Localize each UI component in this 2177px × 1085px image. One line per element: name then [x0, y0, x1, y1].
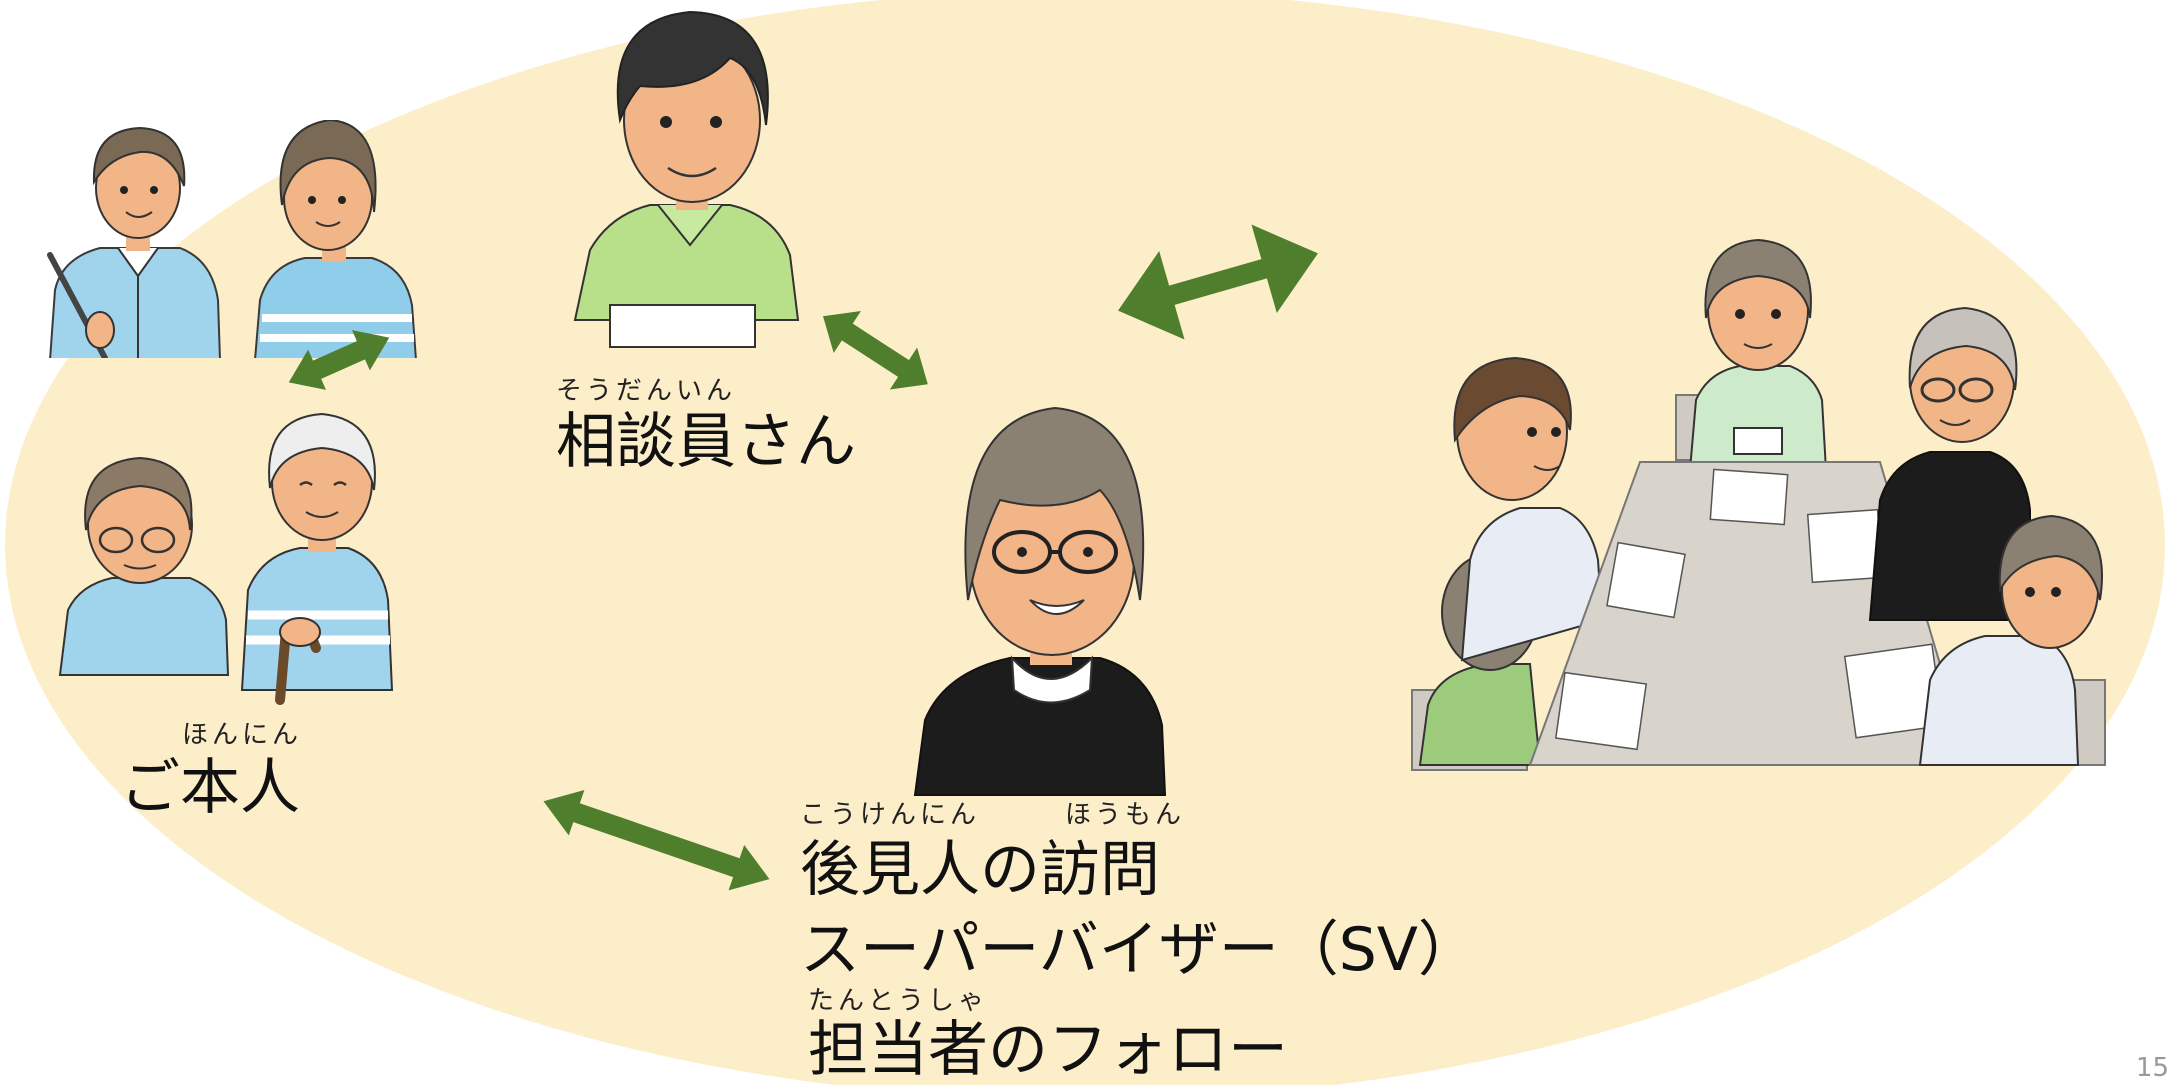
supervisor-label: スーパーバイザー（SV） — [800, 915, 1478, 985]
guardian-reading-1: こうけんにん — [800, 800, 981, 830]
consultant-label: 相談員さん — [556, 407, 856, 477]
page-number: 15 — [2135, 1053, 2169, 1083]
person-reading: ほんにん — [182, 720, 303, 750]
arrow-person-guardian — [543, 789, 770, 891]
staff-reading: たんとうしゃ — [808, 986, 989, 1016]
consultant-reading: そうだんいん — [556, 376, 737, 406]
arrow-guardian-meeting — [1118, 224, 1318, 340]
guardian-reading-2: ほうもん — [1065, 800, 1186, 830]
guardian-visit-label: 後見人の訪問 — [800, 835, 1160, 905]
arrow-consultant-guardian — [823, 311, 928, 390]
arrow-person-consultant — [288, 330, 390, 390]
person-label: ご本人 — [120, 753, 300, 823]
elderly-people-illustration — [58, 412, 394, 705]
two-people-illustration — [47, 120, 417, 358]
meeting-table-illustration — [1411, 238, 2106, 771]
guardian-illustration — [913, 406, 1167, 796]
staff-follow-label: 担当者のフォロー — [808, 1015, 1288, 1085]
consultant-illustration — [573, 10, 800, 348]
